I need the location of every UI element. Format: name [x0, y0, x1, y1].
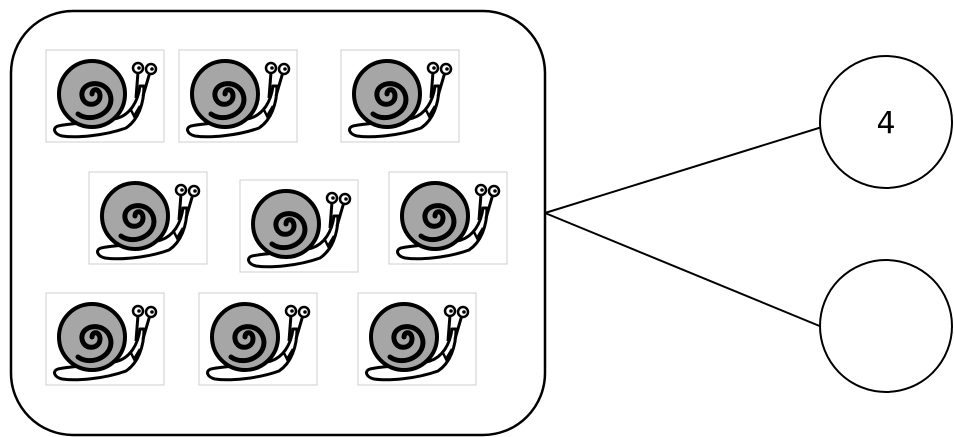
- part-circle-top: [819, 55, 953, 189]
- connector-line-top: [544, 126, 823, 214]
- snail-card: [340, 49, 460, 143]
- snail-card: [239, 179, 359, 273]
- snail-card: [388, 171, 508, 265]
- snail-card: [178, 49, 298, 143]
- snail-card: [198, 292, 318, 386]
- snail-card: [45, 49, 165, 143]
- connector-line-bottom: [544, 212, 823, 328]
- snail-card: [45, 292, 165, 386]
- part-circle-bottom: [819, 259, 953, 393]
- snail-card: [88, 171, 208, 265]
- snail-card: [357, 292, 477, 386]
- part-value-top: 4: [876, 106, 895, 141]
